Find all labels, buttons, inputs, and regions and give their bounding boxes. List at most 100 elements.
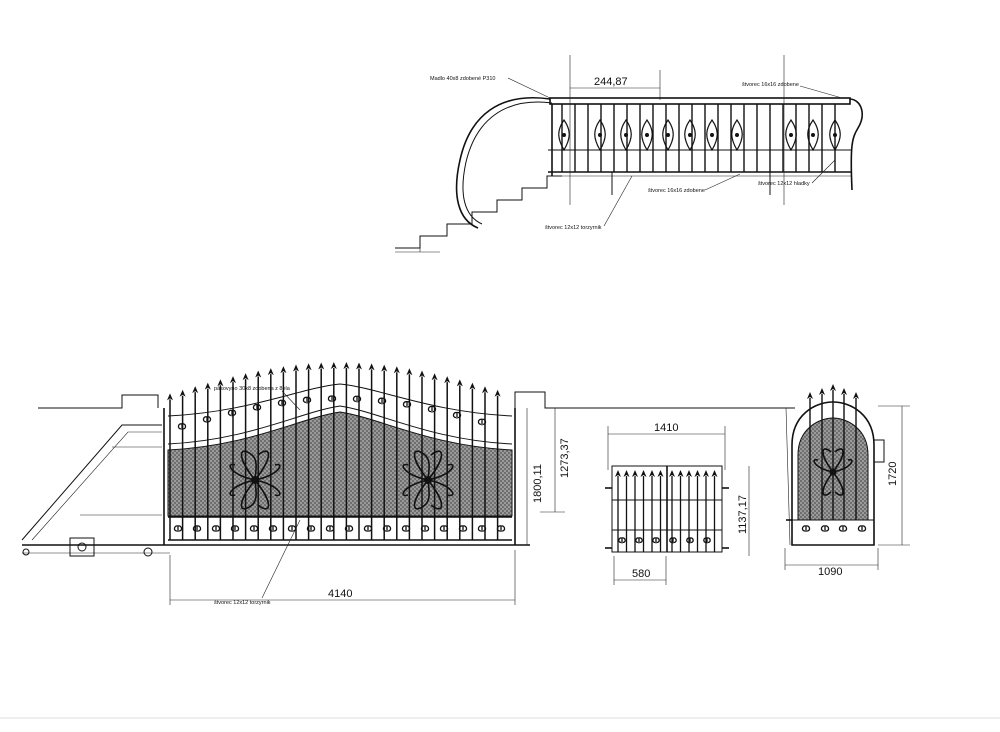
scroll-ornament (202, 416, 212, 423)
scroll-ornament (363, 525, 373, 532)
railing-knot (624, 133, 628, 137)
spindles-note: štvorec 12x12 hladky (758, 181, 810, 187)
scroll-ornament (306, 525, 316, 532)
scroll-ornament (477, 525, 487, 532)
gate-mesh-panel (167, 411, 513, 517)
wicket-post (785, 407, 791, 546)
double-gate-leaf-dimension: 580 (632, 568, 650, 580)
spear-tip (830, 384, 836, 391)
wall-line-left (38, 394, 159, 409)
gate-top-strip-note: pásovyno 30x8 zdobena z 8ela (214, 386, 291, 392)
scroll-ornament (820, 525, 830, 532)
spear-tip (669, 470, 675, 477)
wicket-height-dimension: 1720 (887, 462, 899, 486)
railing-diamond (594, 118, 606, 152)
spear-tip (242, 373, 249, 381)
wicket-width-dimension: 1090 (818, 566, 842, 578)
railing-diamond (620, 118, 632, 152)
spear-tip (469, 382, 476, 390)
leader-line (799, 85, 843, 99)
gate-roller (22, 548, 30, 556)
spear-tip (623, 470, 630, 477)
gate-width-dimension: 4140 (328, 588, 352, 600)
spear-tip (318, 362, 325, 370)
spear-tip (406, 368, 413, 376)
railing-knot (645, 133, 649, 137)
bottom-bar-note: štvorec 16x16 zdobene (648, 188, 705, 194)
leader-line (281, 390, 301, 411)
spear-tip (841, 388, 847, 395)
stairs-profile (395, 175, 562, 249)
scroll-ornament (458, 525, 468, 532)
scroll-ornament (857, 525, 867, 532)
spear-tip (381, 364, 388, 372)
gate-scrolls (173, 395, 506, 532)
scroll-ornament (618, 537, 626, 544)
spear-tip (343, 362, 350, 370)
spear-tip (853, 392, 859, 399)
spear-tip (807, 392, 813, 399)
railing-end-curl (849, 98, 863, 191)
gate-spears (167, 362, 501, 540)
spear-tip (456, 379, 463, 387)
leader-line (811, 159, 836, 184)
scroll-ornament (192, 525, 202, 532)
gate-arch-band (167, 405, 513, 445)
scroll-ornament (377, 397, 387, 405)
scroll-ornament (496, 525, 506, 532)
railing-diamond (641, 118, 653, 152)
scroll-ornament (325, 525, 335, 532)
spear-tip (356, 362, 362, 370)
spear-tip (419, 370, 425, 378)
stairs-base (395, 248, 440, 253)
top-bar-note: štvorec 16x16 zdobene (742, 82, 799, 88)
scroll-ornament (327, 395, 337, 403)
handrail-curve-inner (462, 101, 553, 225)
railing-ornaments (558, 118, 841, 152)
railing-twisted-note: štvorec 12x12 torzyrnik (545, 225, 602, 231)
scroll-ornament (352, 395, 362, 403)
railing-spindles (561, 104, 836, 172)
wall-line-right (514, 391, 795, 409)
double-gate-spears (615, 470, 718, 552)
handrail-note: Madlo 40x8 zdobené P310 (430, 76, 495, 82)
scroll-ornament (302, 396, 312, 404)
spear-tip (444, 376, 451, 384)
railing-diamond (558, 118, 570, 152)
railing-width-dimension: 244,87 (594, 76, 628, 88)
spear-tip (494, 389, 501, 397)
scroll-ornament (477, 418, 487, 426)
leader-line (704, 173, 741, 191)
scroll-ornament (252, 404, 262, 411)
spear-tip (293, 364, 299, 372)
railing-knot (789, 133, 793, 137)
railing-knot (735, 133, 739, 137)
scroll-ornament (838, 525, 848, 532)
gate-top-arch (167, 383, 513, 417)
scroll-ornament (227, 409, 237, 417)
scroll-ornament (401, 525, 411, 532)
double-gate-height-dimension: 1137,17 (737, 495, 749, 534)
wicket-scrolls (801, 525, 867, 532)
railing-diamond (684, 118, 696, 152)
railing-diamond (829, 118, 841, 152)
spear-tip (179, 389, 186, 397)
double-gate-elevation: 1410 1137,17 580 (605, 422, 750, 585)
gate-twisted-note: štvorec 12x12 torzyrnik (214, 600, 271, 606)
gate-rosette-left (229, 450, 281, 510)
spear-tip (686, 470, 692, 477)
leader-line (261, 519, 301, 599)
spear-tip (649, 470, 655, 477)
spear-tip (677, 470, 684, 477)
spear-tip (703, 470, 709, 477)
spear-tip (192, 386, 199, 394)
double-gate-width-dimension: 1410 (654, 422, 678, 434)
spear-tip (204, 382, 211, 390)
gate-height-dimension: 1800,11 (532, 464, 544, 503)
railing-diamond (662, 118, 674, 152)
spear-tip (167, 393, 173, 401)
scroll-ornament (402, 401, 412, 408)
spear-tip (431, 373, 438, 381)
railing-diamond (731, 118, 743, 152)
